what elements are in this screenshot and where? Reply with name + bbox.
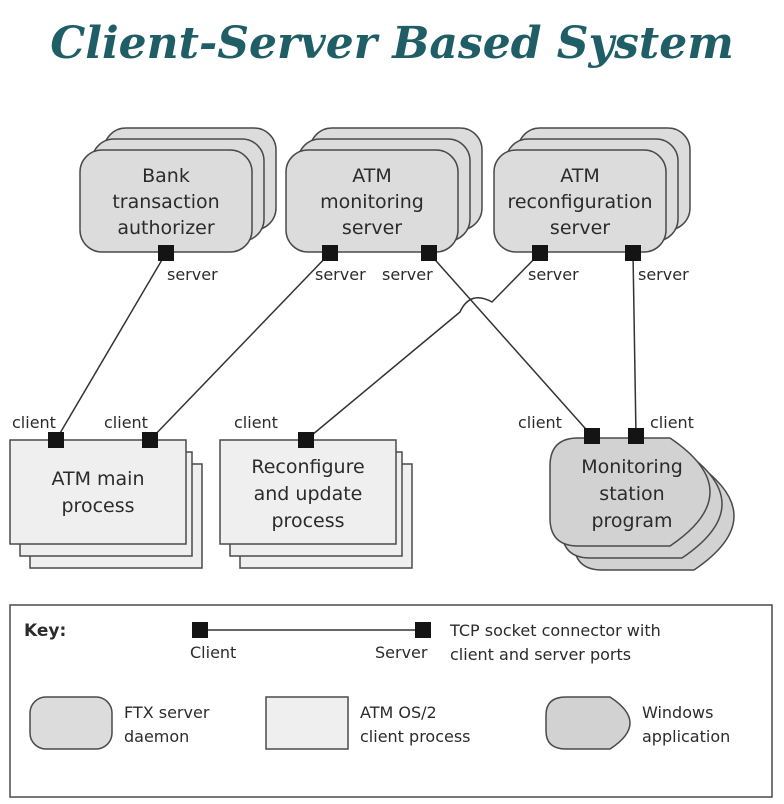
legend-client-port — [192, 622, 208, 638]
reconfig-label-2: reconfiguration — [507, 191, 652, 213]
legend-client-label: Client — [190, 643, 236, 662]
legend-os2-swatch — [265, 696, 349, 750]
connectors — [55, 252, 637, 441]
connector-bank-atm-main — [55, 252, 167, 441]
station-client-label-1: client — [518, 413, 562, 432]
legend-ftx-swatch — [29, 696, 113, 750]
atm-main-client-port-2 — [142, 432, 158, 448]
atm-reconfiguration-server: ATM reconfiguration server server server — [493, 127, 691, 284]
atm-main-label-2: process — [61, 495, 134, 517]
station-client-label-2: client — [650, 413, 694, 432]
monitoring-station-program: Monitoring station program client client — [518, 413, 735, 571]
bank-label-1: Bank — [142, 165, 190, 187]
legend-ftx-label-2: daemon — [124, 727, 189, 746]
legend: Key: Client Server TCP socket connector … — [9, 604, 773, 798]
bank-server-label: server — [167, 265, 218, 284]
connector-monitoring-atm-main — [149, 252, 331, 441]
legend-windows-label-1: Windows — [642, 703, 713, 722]
legend-windows-swatch — [545, 696, 631, 750]
station-label-2: station — [599, 483, 664, 505]
connector-reconfig-update — [305, 252, 541, 441]
atm-main-label-1: ATM main — [51, 468, 144, 490]
reconfigure-update-process: Reconfigure and update process client — [219, 413, 413, 569]
legend-connector-desc-1: TCP socket connector with — [449, 621, 661, 640]
connector-reconfig-station — [632, 252, 637, 437]
connector-monitoring-station — [428, 252, 593, 437]
reconfigure-client-label: client — [234, 413, 278, 432]
reconfig-label-3: server — [550, 217, 610, 239]
bank-transaction-authorizer: Bank transaction authorizer server — [79, 127, 277, 284]
legend-windows-label-2: application — [642, 727, 730, 746]
legend-os2-label-1: ATM OS/2 — [360, 703, 437, 722]
monitoring-server-port-2 — [421, 245, 437, 261]
reconfig-server-port-2 — [625, 245, 641, 261]
legend-server-label: Server — [375, 643, 428, 662]
reconfigure-label-1: Reconfigure — [251, 456, 364, 478]
legend-server-port — [415, 622, 431, 638]
monitoring-server-label-2: server — [382, 265, 433, 284]
reconfigure-label-3: process — [271, 510, 344, 532]
legend-title: Key: — [24, 621, 66, 641]
legend-connector-desc-2: client and server ports — [450, 645, 631, 664]
reconfigure-client-port — [298, 432, 314, 448]
atm-main-client-label-2: client — [104, 413, 148, 432]
legend-ftx-label-1: FTX server — [124, 703, 210, 722]
monitoring-label-3: server — [342, 217, 402, 239]
station-client-port-2 — [628, 428, 644, 444]
bank-label-3: authorizer — [117, 217, 215, 239]
atm-main-client-port-1 — [48, 432, 64, 448]
atm-monitoring-server: ATM monitoring server server server — [285, 127, 483, 284]
reconfig-server-label-1: server — [528, 265, 579, 284]
atm-main-client-label-1: client — [12, 413, 56, 432]
monitoring-label-2: monitoring — [320, 191, 424, 213]
station-label-3: program — [591, 510, 672, 532]
atm-main-process: ATM main process client client — [9, 413, 203, 569]
diagram-title: Client-Server Based System — [50, 18, 734, 69]
monitoring-label-1: ATM — [352, 165, 392, 187]
reconfig-server-port-1 — [532, 245, 548, 261]
legend-os2-label-2: client process — [360, 727, 471, 746]
station-label-1: Monitoring — [581, 456, 683, 478]
bank-server-port — [158, 245, 174, 261]
monitoring-server-port-1 — [322, 245, 338, 261]
monitoring-server-label-1: server — [315, 265, 366, 284]
station-client-port-1 — [584, 428, 600, 444]
bank-label-2: transaction — [112, 191, 219, 213]
reconfig-server-label-2: server — [638, 265, 689, 284]
reconfigure-label-2: and update — [254, 483, 363, 505]
reconfig-label-1: ATM — [560, 165, 600, 187]
